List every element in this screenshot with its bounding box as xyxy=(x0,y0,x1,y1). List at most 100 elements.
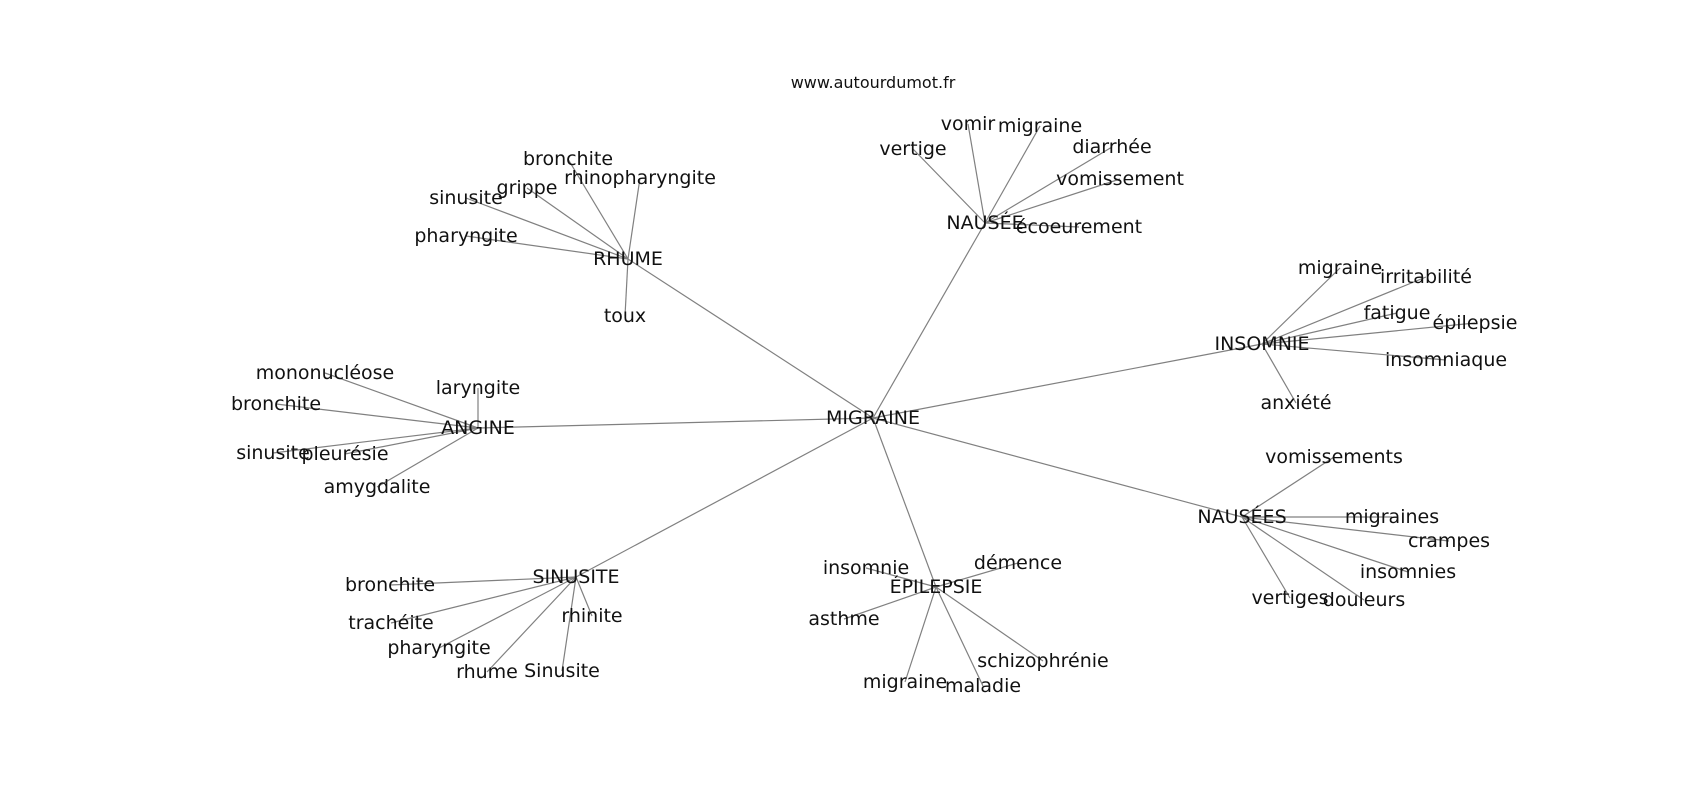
edge-epilepsie-leaf xyxy=(843,586,937,620)
leaf-node-label: pharyngite xyxy=(414,225,517,247)
leaf-node-label: démence xyxy=(974,552,1062,574)
leaf-node-label: insomniaque xyxy=(1385,349,1507,371)
leaf-node-label: asthme xyxy=(808,608,879,630)
leaf-node-label: irritabilité xyxy=(1380,266,1472,288)
edge-insomnie-leaf xyxy=(1261,312,1398,345)
edge-root-nausee xyxy=(872,222,986,419)
edge-nausee-leaf xyxy=(912,148,986,224)
edge-root-angine xyxy=(477,417,874,429)
edge-nausee-leaf xyxy=(984,178,1121,224)
leaf-node-label: grippe xyxy=(497,177,558,199)
leaf-node-label: laryngite xyxy=(436,377,521,399)
leaf-node-label: insomnie xyxy=(823,557,909,579)
edge-nausees-leaf xyxy=(1241,516,1409,573)
edge-angine-leaf xyxy=(376,427,479,488)
edge-nausee-leaf xyxy=(967,123,986,224)
leaf-node-label: amygdalite xyxy=(324,476,431,498)
root-node: MIGRAINE xyxy=(826,407,920,429)
leaf-node-label: trachéite xyxy=(348,612,434,634)
leaf-node-label: vertiges xyxy=(1251,587,1328,609)
leaf-node-label: migraine xyxy=(1298,257,1382,279)
leaf-node-label: rhinite xyxy=(561,605,622,627)
leaf-node-label: diarrhée xyxy=(1072,136,1151,158)
leaf-node-label: bronchite xyxy=(345,574,435,596)
edge-angine-leaf xyxy=(344,427,479,455)
edge-rhume-leaf xyxy=(526,187,629,260)
hub-node-sinusite: SINUSITE xyxy=(532,566,619,588)
hub-node-angine: ANGINE xyxy=(441,417,515,439)
leaf-node-label: vomissement xyxy=(1056,168,1184,190)
edge-sinusite-leaf xyxy=(575,576,593,617)
leaf-node-label: épilepsie xyxy=(1433,312,1518,334)
source-url: www.autourdumot.fr xyxy=(791,73,956,92)
edge-nausees-leaf xyxy=(1241,516,1450,542)
edge-insomnie-leaf xyxy=(1261,343,1297,404)
edge-nausees-leaf xyxy=(1241,516,1291,599)
leaf-node-label: Sinusite xyxy=(524,660,600,682)
leaf-node-label: sinusite xyxy=(236,442,310,464)
edge-sinusite-leaf xyxy=(486,576,577,673)
leaf-node-label: mononucléose xyxy=(256,362,395,384)
edge-sinusite-leaf xyxy=(390,576,577,624)
leaf-node-label: rhinopharyngite xyxy=(564,167,716,189)
leaf-node-label: migraine xyxy=(863,671,947,693)
edge-sinusite-leaf xyxy=(438,576,577,649)
hub-node-rhume: RHUME xyxy=(593,248,663,270)
edge-epilepsie-leaf xyxy=(904,586,937,683)
edge-nausee-leaf xyxy=(984,222,1080,228)
edge-root-insomnie xyxy=(872,343,1263,419)
edge-rhume-leaf xyxy=(465,235,629,260)
leaf-node-label: toux xyxy=(604,305,646,327)
leaf-node-label: schizophrénie xyxy=(977,650,1108,672)
leaf-node-label: rhume xyxy=(456,661,518,683)
leaf-node-label: vertige xyxy=(879,138,946,160)
edge-nausee-leaf xyxy=(984,146,1113,224)
leaf-node-label: insomnies xyxy=(1360,561,1456,583)
edge-sinusite-leaf xyxy=(561,576,577,672)
edge-nausee-leaf xyxy=(984,125,1041,224)
leaf-node-label: vomir xyxy=(941,113,996,135)
hub-node-nausees: NAUSÉES xyxy=(1197,505,1286,528)
edge-root-sinusite xyxy=(575,417,874,578)
edge-root-rhume xyxy=(627,258,874,419)
edge-insomnie-leaf xyxy=(1261,276,1427,345)
edge-insomnie-leaf xyxy=(1261,322,1476,345)
leaf-node-label: pleurésie xyxy=(301,443,388,465)
edge-insomnie-leaf xyxy=(1261,343,1447,361)
leaf-node-label: écoeurement xyxy=(1016,216,1142,238)
leaf-node-label: maladie xyxy=(945,675,1021,697)
graph-edges xyxy=(272,123,1476,687)
edge-rhume-leaf xyxy=(627,177,641,260)
leaf-node-label: migraine xyxy=(998,115,1082,137)
edge-nausees-leaf xyxy=(1241,516,1365,601)
edge-root-nausees xyxy=(872,417,1243,518)
edge-sinusite-leaf xyxy=(389,576,577,586)
leaf-node-label: migraines xyxy=(1345,506,1439,528)
leaf-node-label: douleurs xyxy=(1323,589,1405,611)
leaf-node-label: bronchite xyxy=(231,393,321,415)
hub-node-epilepsie: ÉPILEPSIE xyxy=(890,575,983,598)
edge-angine-leaf xyxy=(272,427,479,454)
edge-epilepsie-leaf xyxy=(935,586,1044,662)
hub-node-nausee: NAUSÉE xyxy=(946,211,1023,234)
edge-rhume-leaf xyxy=(567,158,629,260)
edge-rhume-leaf xyxy=(465,197,629,260)
graph-labels: bronchiterhinopharyngitegrippesinusiteph… xyxy=(231,113,1517,697)
edge-insomnie-leaf xyxy=(1261,267,1341,345)
leaf-node-label: pharyngite xyxy=(387,637,490,659)
edge-nausees-leaf xyxy=(1241,456,1335,518)
edge-epilepsie-leaf xyxy=(865,567,937,588)
leaf-node-label: fatigue xyxy=(1364,302,1431,324)
leaf-node-label: sinusite xyxy=(429,187,503,209)
leaf-node-label: anxiété xyxy=(1260,392,1331,414)
edge-epilepsie-leaf xyxy=(935,562,1019,588)
leaf-node-label: crampes xyxy=(1408,530,1490,552)
edge-rhume-leaf xyxy=(624,258,629,317)
leaf-node-label: vomissements xyxy=(1265,446,1403,468)
hub-node-insomnie: INSOMNIE xyxy=(1214,333,1309,355)
edge-epilepsie-leaf xyxy=(935,586,984,687)
edge-angine-leaf xyxy=(275,403,479,429)
edge-root-epilepsie xyxy=(872,417,937,588)
leaf-node-label: bronchite xyxy=(523,148,613,170)
